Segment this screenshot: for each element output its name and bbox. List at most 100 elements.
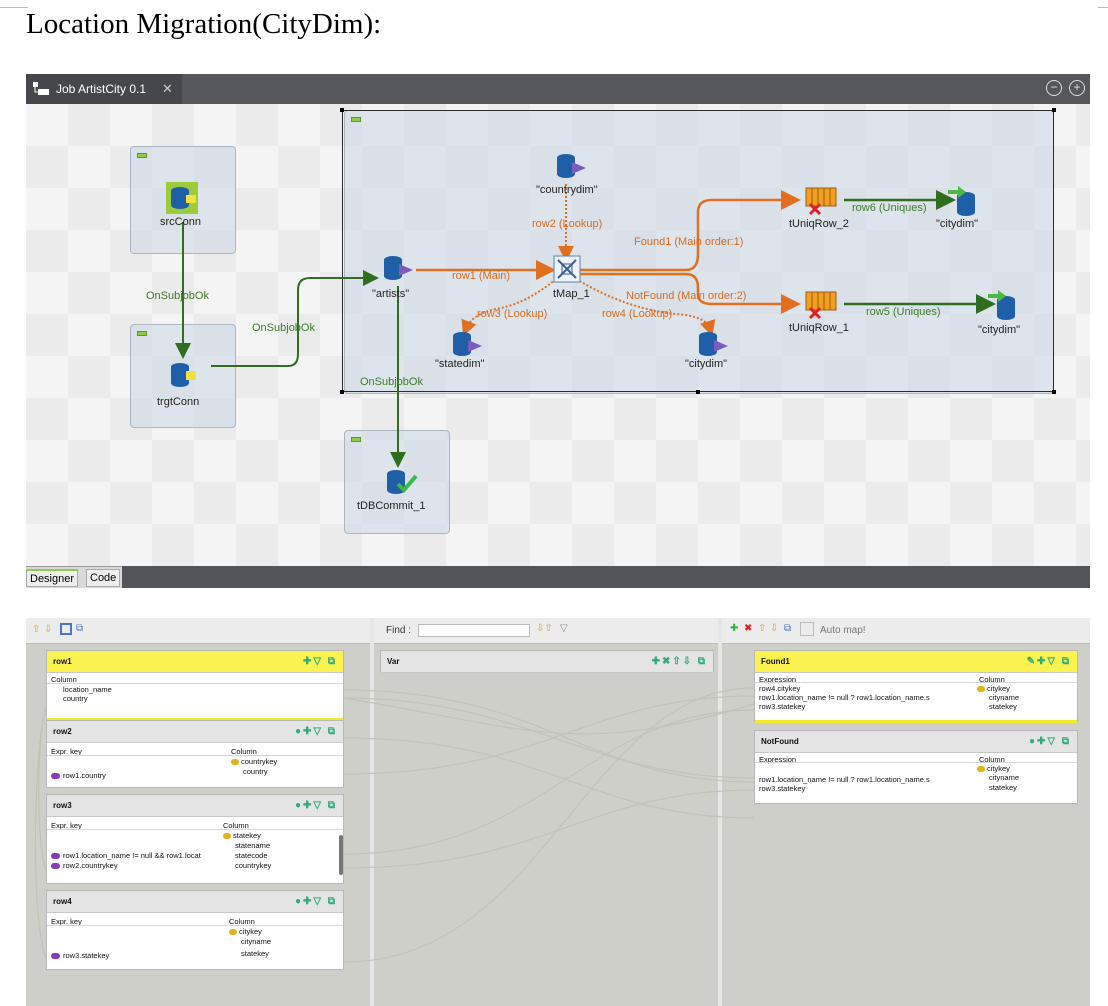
restore-icon[interactable]: ⧉: [76, 623, 84, 634]
column-header: Column: [231, 747, 257, 756]
column-header: Column: [979, 675, 1005, 684]
expr-row3-statekey[interactable]: row3.statekey: [759, 702, 806, 711]
citydim-lookup-db-icon[interactable]: [696, 330, 730, 360]
link-row3-lookup[interactable]: row3 (Lookup): [477, 308, 548, 320]
var-table[interactable]: Var✚✖⇧⇩ ⧉: [380, 650, 714, 673]
column-statename[interactable]: statename: [235, 841, 271, 850]
tuniqrow2-icon[interactable]: [804, 184, 844, 218]
column-countrykey[interactable]: countrykey: [235, 861, 272, 870]
column-location-name[interactable]: location_name: [63, 685, 112, 694]
column-country[interactable]: country: [243, 767, 268, 776]
tab-code[interactable]: Code: [86, 569, 121, 587]
citydim-out2-db-icon[interactable]: [986, 288, 1020, 322]
minimize-icon[interactable]: [60, 623, 72, 635]
countrydim-db-icon[interactable]: [554, 152, 588, 182]
output-table-notfound[interactable]: NotFound●✚▽ ⧉ Expression Column citykey …: [754, 730, 1078, 804]
link-row2-lookup[interactable]: row2 (Lookup): [532, 218, 603, 230]
statedim-db-icon[interactable]: [450, 330, 484, 360]
add-icon[interactable]: ✚: [730, 623, 739, 634]
connections-layer: [175, 184, 996, 468]
input-table-row1[interactable]: row1✚▽ ⧉ Column location_name country: [46, 650, 344, 721]
zoom-out-icon[interactable]: −: [1046, 80, 1062, 96]
input-table-row4[interactable]: row4●✚▽ ⧉ Expr. key Column citykey cityn…: [46, 890, 344, 970]
job-designer: Job ArtistCity 0.1 ✕ − +: [26, 74, 1090, 588]
label-citydim-lookup: "citydim": [685, 358, 728, 370]
input-table-row2[interactable]: row2●✚▽ ⧉ Expr. key Column countrykey ro…: [46, 720, 344, 788]
expr-row2-countrykey[interactable]: row2.countrykey: [63, 861, 118, 870]
expression-header: Expression: [759, 755, 797, 764]
link-onsubjobok-2[interactable]: OnSubjobOk: [252, 322, 315, 334]
column-statekey[interactable]: statekey: [233, 831, 261, 840]
tmap-editor: ⇧ ⇩ ⧉ Find : ⇩⇧ ▽ ✚ ✖ ⇧ ⇩ ⧉ Auto map!: [26, 618, 1090, 1006]
expr-key-header: Expr. key: [51, 917, 82, 926]
column-citykey[interactable]: citykey: [987, 684, 1010, 693]
scrollbar[interactable]: [339, 835, 343, 875]
column-statecode[interactable]: statecode: [235, 851, 268, 860]
column-country[interactable]: country: [63, 694, 88, 703]
column-statekey[interactable]: statekey: [241, 949, 269, 958]
link-onsubjobok-1[interactable]: OnSubjobOk: [146, 290, 209, 302]
table-tools-icon[interactable]: ✚▽ ⧉: [303, 656, 337, 667]
input-table-row3[interactable]: row3●✚▽ ⧉ Expr. key Column statekey stat…: [46, 794, 344, 884]
column-citykey[interactable]: citykey: [987, 764, 1010, 773]
restore-icon[interactable]: ⧉: [784, 623, 792, 634]
table-tools-icon[interactable]: ●✚▽ ⧉: [294, 726, 337, 737]
link-found1[interactable]: Found1 (Main order:1): [634, 236, 744, 248]
column-countrykey[interactable]: countrykey: [241, 757, 278, 766]
label-statedim: "statedim": [435, 358, 485, 370]
column-statekey[interactable]: statekey: [989, 702, 1017, 711]
link-row5-uniques[interactable]: row5 (Uniques): [866, 306, 941, 318]
table-tools-icon[interactable]: ●✚▽ ⧉: [294, 800, 337, 811]
move-down-icon[interactable]: ⇩: [44, 624, 53, 635]
expr-cityname[interactable]: row1.location_name != null ? row1.locati…: [759, 693, 930, 702]
expr-row3-statekey[interactable]: row3.statekey: [759, 784, 806, 793]
trgtconn-db-icon[interactable]: [166, 361, 200, 391]
link-row1-main[interactable]: row1 (Main): [452, 270, 511, 282]
automap-icon[interactable]: [800, 622, 814, 636]
filter-icon[interactable]: ▽: [560, 623, 568, 634]
expr-location-name[interactable]: row1.location_name != null && row1.locat: [63, 851, 201, 860]
label-srcconn: srcConn: [160, 216, 201, 228]
move-up-icon[interactable]: ⇧: [758, 623, 767, 634]
link-row6-uniques[interactable]: row6 (Uniques): [852, 202, 927, 214]
tab-job-artistcity[interactable]: Job ArtistCity 0.1 ✕: [26, 74, 182, 104]
expr-row4-citykey[interactable]: row4.citykey: [759, 684, 801, 693]
find-input[interactable]: [418, 624, 530, 637]
link-notfound[interactable]: NotFound (Main order:2): [626, 290, 747, 302]
table-tools-icon[interactable]: ✎✚▽ ⧉: [1026, 656, 1071, 667]
link-onsubjobok-3[interactable]: OnSubjobOk: [360, 376, 423, 388]
automap-button[interactable]: Auto map!: [820, 625, 866, 636]
find-label: Find :: [386, 625, 412, 636]
expr-row1-country[interactable]: row1.country: [63, 771, 106, 780]
column-cityname[interactable]: cityname: [241, 937, 272, 946]
tmap-icon[interactable]: [552, 254, 584, 284]
tuniqrow1-icon[interactable]: [804, 288, 844, 322]
table-title: Found1: [761, 657, 790, 666]
designer-bottom-strip: [122, 566, 1090, 588]
var-tools-icon[interactable]: ✚✖⇧⇩ ⧉: [651, 656, 707, 667]
column-cityname[interactable]: cityname: [989, 773, 1020, 782]
move-up-icon[interactable]: ⇧: [32, 624, 41, 635]
remove-icon[interactable]: ✖: [744, 623, 753, 634]
column-citykey[interactable]: citykey: [239, 927, 262, 936]
close-icon[interactable]: ✕: [162, 81, 173, 96]
expr-cityname[interactable]: row1.location_name != null ? row1.locati…: [759, 775, 930, 784]
label-trgtconn: trgtConn: [157, 396, 200, 408]
expr-row3-statekey[interactable]: row3.statekey: [63, 951, 110, 960]
output-table-found1[interactable]: Found1✎✚▽ ⧉ Expression Column row4.cityk…: [754, 650, 1078, 723]
tdbcommit-icon[interactable]: [384, 468, 418, 498]
artists-db-icon[interactable]: [381, 254, 415, 284]
srcconn-db-icon[interactable]: [166, 182, 198, 214]
tab-designer[interactable]: Designer: [26, 569, 79, 587]
table-tools-icon[interactable]: ●✚▽ ⧉: [1028, 736, 1071, 747]
column-cityname[interactable]: cityname: [989, 693, 1020, 702]
citydim-out1-db-icon[interactable]: [946, 184, 980, 218]
link-row4-lookup[interactable]: row4 (Lookup): [602, 308, 673, 320]
column-statekey[interactable]: statekey: [989, 783, 1017, 792]
zoom-in-icon[interactable]: +: [1069, 80, 1085, 96]
move-down-icon[interactable]: ⇩: [770, 623, 779, 634]
input-toolbar: ⇧ ⇩ ⧉: [26, 618, 370, 644]
table-tools-icon[interactable]: ●✚▽ ⧉: [294, 896, 337, 907]
design-canvas[interactable]: srcConn trgtConn "artists" "countrydim" …: [26, 104, 1090, 566]
search-down-icon[interactable]: ⇩⇧: [536, 623, 553, 634]
